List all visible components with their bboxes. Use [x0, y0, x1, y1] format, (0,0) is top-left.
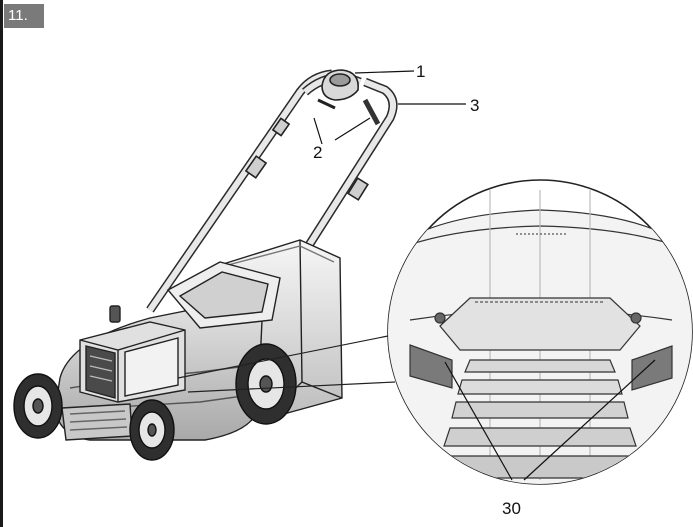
front-right-wheel — [129, 399, 175, 461]
callout-label-30: 30 — [502, 499, 521, 518]
zoom-connector-lines — [177, 335, 396, 393]
safety-lever-left — [317, 98, 336, 110]
leader-lines — [313, 70, 656, 481]
battery-pack — [79, 305, 186, 403]
callout-label-1: 1 — [416, 62, 426, 81]
indicator-window-left — [409, 344, 453, 389]
handle-assembly — [146, 69, 398, 333]
step-number-badge: 11. — [4, 4, 44, 28]
safety-lever-right — [362, 98, 381, 126]
battery-carry-handle — [439, 297, 641, 351]
callout-label-3: 3 — [470, 96, 480, 115]
callout-label-2: 2 — [313, 143, 323, 162]
front-left-wheel — [13, 373, 63, 439]
zoom-detail-circle — [387, 179, 693, 485]
indicator-window-right — [631, 345, 673, 391]
